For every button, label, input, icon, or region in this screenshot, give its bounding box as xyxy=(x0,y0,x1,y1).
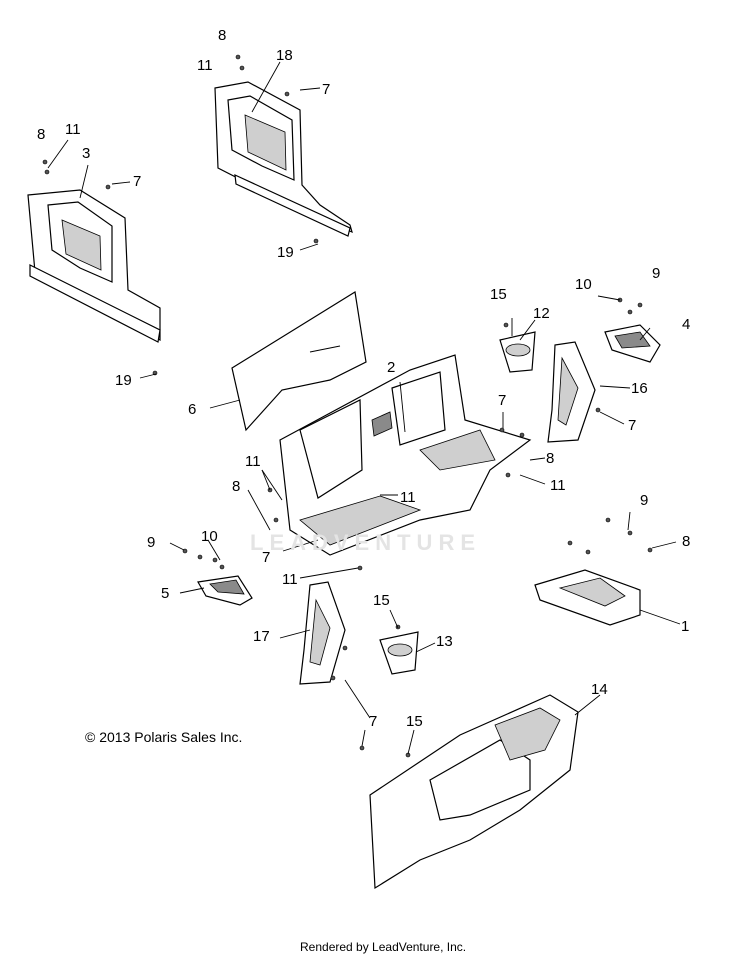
callout-11: 11 xyxy=(282,571,298,588)
part-14-side-panel xyxy=(369,694,579,890)
callout-2: 2 xyxy=(387,359,396,376)
callout-6: 6 xyxy=(188,401,197,418)
callout-17: 17 xyxy=(253,628,270,645)
callout-11: 11 xyxy=(400,489,416,506)
rendered-by-text: Rendered by LeadVenture, Inc. xyxy=(300,940,467,954)
callout-10: 10 xyxy=(201,528,218,545)
leader-lines xyxy=(47,61,681,755)
callout-18: 18 xyxy=(276,47,293,64)
callout-9: 9 xyxy=(652,265,661,282)
callout-7: 7 xyxy=(262,549,271,566)
copyright-text: © 2013 Polaris Sales Inc. xyxy=(85,729,243,745)
callout-7: 7 xyxy=(133,173,142,190)
part-5-foot-rest xyxy=(197,575,253,606)
part-16-pillar-trim xyxy=(547,341,596,443)
callout-1: 1 xyxy=(681,618,690,635)
callout-10: 10 xyxy=(575,276,592,293)
callout-12: 12 xyxy=(533,305,550,322)
callout-14: 14 xyxy=(591,681,608,698)
watermark: LEADVENTURE xyxy=(250,530,482,555)
part-3-seat-back-frame xyxy=(27,189,161,343)
callout-11: 11 xyxy=(550,477,566,494)
part-17-pillar-trim xyxy=(299,581,346,685)
callout-8: 8 xyxy=(37,126,46,143)
part-18-seat-back-frame xyxy=(214,81,353,237)
part-4-foot-rest xyxy=(604,324,661,363)
callout-3: 3 xyxy=(82,145,91,162)
part-12-cup-holder xyxy=(499,331,536,373)
callout-11: 11 xyxy=(197,57,213,74)
part-6-panel xyxy=(231,291,367,432)
callout-7: 7 xyxy=(369,713,378,730)
callout-7: 7 xyxy=(628,417,637,434)
callout-11: 11 xyxy=(245,453,261,470)
callout-7: 7 xyxy=(322,81,331,98)
callout-7: 7 xyxy=(498,392,507,409)
callout-11: 11 xyxy=(65,121,81,138)
callout-8: 8 xyxy=(682,533,691,550)
callout-13: 13 xyxy=(436,633,453,650)
callout-19: 19 xyxy=(277,244,294,261)
part-1-floor-cover xyxy=(534,569,641,626)
callout-15: 15 xyxy=(406,713,423,730)
part-13-cup-holder xyxy=(379,631,419,675)
fasteners xyxy=(42,54,653,758)
callout-8: 8 xyxy=(218,27,227,44)
callout-19: 19 xyxy=(115,372,132,389)
callout-8: 8 xyxy=(232,478,241,495)
part-2-cargo-floor xyxy=(279,354,532,556)
callout-5: 5 xyxy=(161,585,170,602)
callout-9: 9 xyxy=(147,534,156,551)
callout-8: 8 xyxy=(546,450,555,467)
callout-15: 15 xyxy=(373,592,390,609)
callout-16: 16 xyxy=(631,380,648,397)
callout-4: 4 xyxy=(682,316,691,333)
callout-9: 9 xyxy=(640,492,649,509)
callout-15: 15 xyxy=(490,286,507,303)
